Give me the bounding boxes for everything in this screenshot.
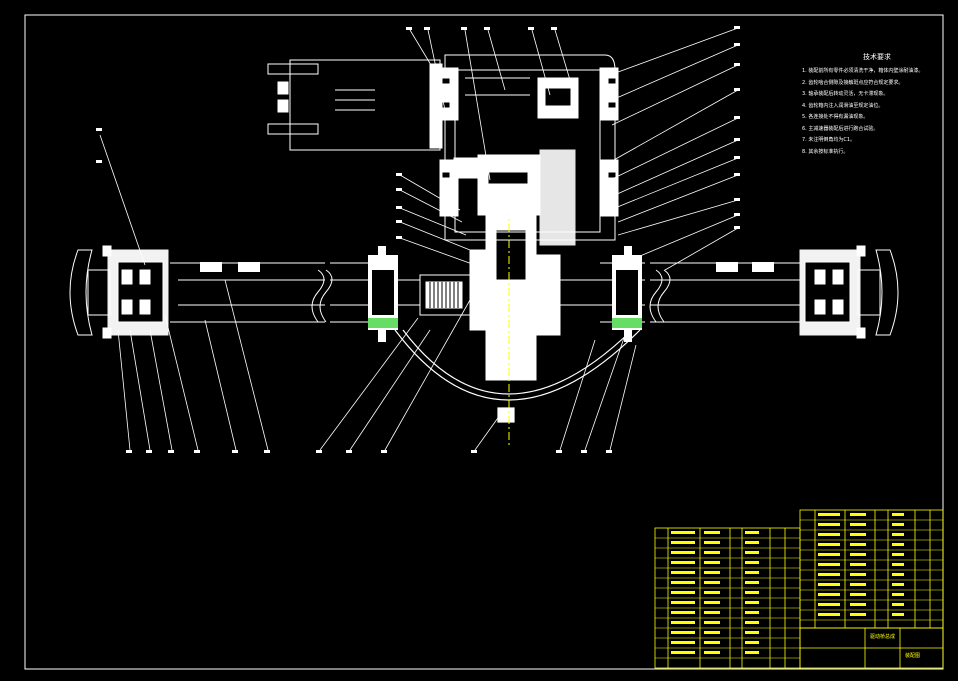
parts-list-cell-text (671, 513, 904, 654)
table-cell-mark (818, 533, 840, 536)
table-cell-mark (818, 513, 840, 516)
table-cell-mark (892, 533, 904, 536)
table-cell-mark (745, 621, 759, 624)
differential (419, 214, 561, 381)
table-cell-mark (850, 573, 866, 576)
table-cell-mark (818, 563, 840, 566)
table-cell-mark (892, 553, 904, 556)
table-cell-mark (892, 603, 904, 606)
table-cell-mark (704, 571, 720, 574)
table-cell-mark (850, 583, 866, 586)
table-cell-mark (818, 603, 840, 606)
right-hub (799, 245, 899, 339)
drawing-title: 驱动桥总成 (870, 634, 896, 640)
table-cell-mark (704, 651, 720, 654)
table-cell-mark (704, 601, 720, 604)
left-hub (69, 245, 169, 339)
table-cell-mark (892, 523, 904, 526)
drawing-border (24, 14, 944, 670)
table-cell-mark (745, 531, 759, 534)
table-cell-mark (818, 543, 840, 546)
parts-list-rows (655, 519, 943, 659)
table-cell-mark (850, 603, 866, 606)
gearbox-housing (439, 54, 619, 246)
axle-housing (170, 262, 800, 323)
table-cell-mark (745, 651, 759, 654)
table-cell-mark (704, 581, 720, 584)
table-cell-mark (850, 533, 866, 536)
table-cell-mark (892, 593, 904, 596)
table-cell-mark (745, 581, 759, 584)
technical-note-1: 1. 装配前所有零件必须清洗干净，箱体内壁涂耐油漆。 (802, 68, 924, 74)
table-cell-mark (671, 541, 695, 544)
table-cell-mark (671, 601, 695, 604)
table-cell-mark (892, 543, 904, 546)
technical-note-3: 3. 轴承装配后转动灵活，无卡滞现象。 (802, 91, 889, 97)
table-cell-mark (745, 571, 759, 574)
table-cell-mark (671, 581, 695, 584)
table-cell-mark (704, 561, 720, 564)
table-cell-mark (745, 611, 759, 614)
table-cell-mark (671, 621, 695, 624)
drawing-subtitle: 装配图 (905, 653, 921, 659)
table-cell-mark (892, 513, 904, 516)
table-cell-mark (704, 611, 720, 614)
table-cell-mark (892, 613, 904, 616)
table-cell-mark (745, 601, 759, 604)
table-cell-mark (818, 553, 840, 556)
table-cell-mark (850, 553, 866, 556)
table-cell-mark (671, 591, 695, 594)
table-cell-mark (850, 543, 866, 546)
table-cell-mark (671, 561, 695, 564)
table-cell-mark (704, 631, 720, 634)
table-cell-mark (818, 613, 840, 616)
technical-notes-title: 技术要求 (863, 53, 891, 61)
leader-lines (99, 27, 739, 451)
table-cell-mark (745, 541, 759, 544)
table-cell-mark (671, 651, 695, 654)
table-cell-mark (745, 591, 759, 594)
technical-note-4: 4. 齿轮箱内注入润滑油至规定油位。 (802, 102, 884, 109)
table-cell-mark (892, 583, 904, 586)
table-cell-mark (745, 641, 759, 644)
table-cell-mark (671, 611, 695, 614)
table-cell-mark (671, 631, 695, 634)
technical-note-5: 5. 各连接处不得有漏油现象。 (802, 114, 869, 120)
table-cell-mark (850, 523, 866, 526)
lower-housing-bowl (394, 329, 641, 423)
item-number-marks (96, 26, 740, 453)
table-cell-mark (850, 513, 866, 516)
technical-notes: 技术要求 1. 装配前所有零件必须清洗干净，箱体内壁涂耐油漆。 2. 齿轮啮合侧… (802, 52, 952, 158)
table-cell-mark (745, 631, 759, 634)
technical-note-8: 8. 其余按标准执行。 (802, 148, 849, 155)
table-cell-mark (818, 573, 840, 576)
table-cell-mark (745, 561, 759, 564)
table-cell-mark (850, 613, 866, 616)
input-motor (267, 59, 443, 151)
table-cell-mark (704, 551, 720, 554)
table-cell-mark (671, 641, 695, 644)
table-cell-mark (850, 593, 866, 596)
center-flanges (368, 246, 642, 342)
table-cell-mark (850, 563, 866, 566)
tube-bosses (200, 262, 774, 272)
table-cell-mark (671, 531, 695, 534)
table-cell-mark (892, 573, 904, 576)
table-cell-mark (818, 523, 840, 526)
table-cell-mark (704, 621, 720, 624)
table-cell-mark (671, 571, 695, 574)
technical-note-6: 6. 主减速器装配后进行跑合试验。 (802, 125, 879, 132)
table-cell-mark (704, 531, 720, 534)
table-cell-mark (704, 541, 720, 544)
table-cell-mark (671, 551, 695, 554)
table-cell-mark (818, 583, 840, 586)
table-cell-mark (892, 563, 904, 566)
table-cell-mark (704, 641, 720, 644)
table-cell-mark (818, 593, 840, 596)
technical-note-2: 2. 齿轮啮合侧隙及接触斑点应符合规定要求。 (802, 79, 904, 86)
technical-note-7: 7. 未注明倒角均为C1。 (802, 137, 856, 143)
table-cell-mark (704, 591, 720, 594)
table-cell-mark (745, 551, 759, 554)
